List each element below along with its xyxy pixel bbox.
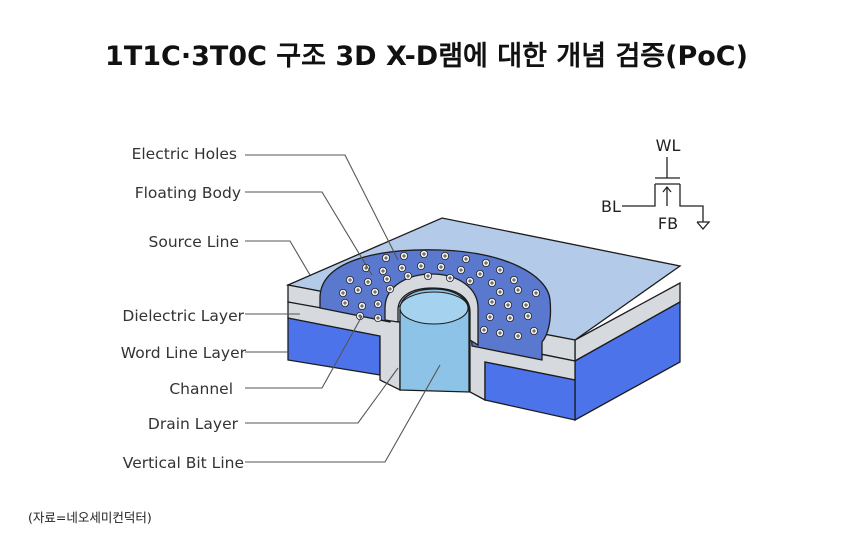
electric-hole: [403, 271, 412, 280]
label-floating-body: Floating Body: [135, 184, 241, 202]
electric-hole: [373, 299, 382, 308]
electric-holes-group: [338, 249, 541, 340]
electric-hole: [465, 276, 474, 285]
electric-hole: [382, 274, 391, 283]
electric-hole: [495, 265, 504, 274]
electric-hole: [338, 288, 347, 297]
electric-hole: [532, 288, 541, 297]
electric-hole: [495, 328, 504, 337]
label-word-line-layer: Word Line Layer: [121, 344, 247, 362]
electric-hole: [357, 301, 366, 310]
label-vertical-bit-line: Vertical Bit Line: [123, 454, 244, 472]
label-electric-holes: Electric Holes: [132, 145, 237, 163]
electric-hole: [479, 325, 488, 334]
schematic-bl-label: BL: [601, 197, 621, 216]
electric-hole: [399, 251, 408, 260]
vertical-bit-line: [399, 288, 470, 393]
electric-hole: [514, 285, 523, 294]
label-source-line: Source Line: [149, 233, 239, 251]
word-line-block-right: [484, 361, 576, 421]
electric-hole: [530, 326, 539, 335]
electric-hole: [524, 311, 533, 320]
electric-hole: [456, 265, 465, 274]
electric-hole: [445, 273, 454, 282]
electric-hole: [378, 266, 387, 275]
electric-hole: [353, 285, 362, 294]
electric-hole: [370, 287, 379, 296]
schematic-fb-label: FB: [658, 214, 678, 233]
electric-hole: [381, 253, 390, 262]
electric-hole: [340, 298, 349, 307]
electric-hole: [487, 278, 496, 287]
electric-hole: [419, 249, 428, 258]
electric-hole: [416, 261, 425, 270]
electric-hole: [509, 275, 518, 284]
electric-hole: [487, 297, 496, 306]
leader-lines: [245, 154, 441, 463]
electric-hole: [505, 313, 514, 322]
electric-hole: [475, 269, 484, 278]
electric-hole: [514, 331, 523, 340]
source-credit: (자료=네오세미컨덕터): [28, 510, 152, 525]
label-dielectric-layer: Dielectric Layer: [122, 307, 244, 325]
electric-hole: [363, 277, 372, 286]
electric-hole: [495, 287, 504, 296]
electric-hole: [522, 300, 531, 309]
electric-hole: [481, 258, 490, 267]
electric-hole: [345, 275, 354, 284]
electric-hole: [423, 271, 432, 280]
electric-hole: [440, 251, 449, 260]
electric-hole: [503, 300, 512, 309]
label-drain-layer: Drain Layer: [148, 415, 239, 433]
electric-hole: [397, 263, 406, 272]
dielectric-ring: [384, 273, 479, 347]
electric-hole: [436, 262, 445, 271]
transistor-schematic: [622, 157, 711, 230]
electric-hole: [461, 254, 470, 263]
page-title: 1T1C·3T0C 구조 3D X-D램에 대한 개념 검증(PoC): [105, 41, 748, 72]
electric-hole: [385, 284, 394, 293]
schematic-wl-label: WL: [656, 136, 681, 155]
label-channel: Channel: [169, 380, 233, 398]
electric-hole: [485, 312, 494, 321]
right-face: [574, 281, 681, 422]
electric-hole: [373, 313, 382, 322]
